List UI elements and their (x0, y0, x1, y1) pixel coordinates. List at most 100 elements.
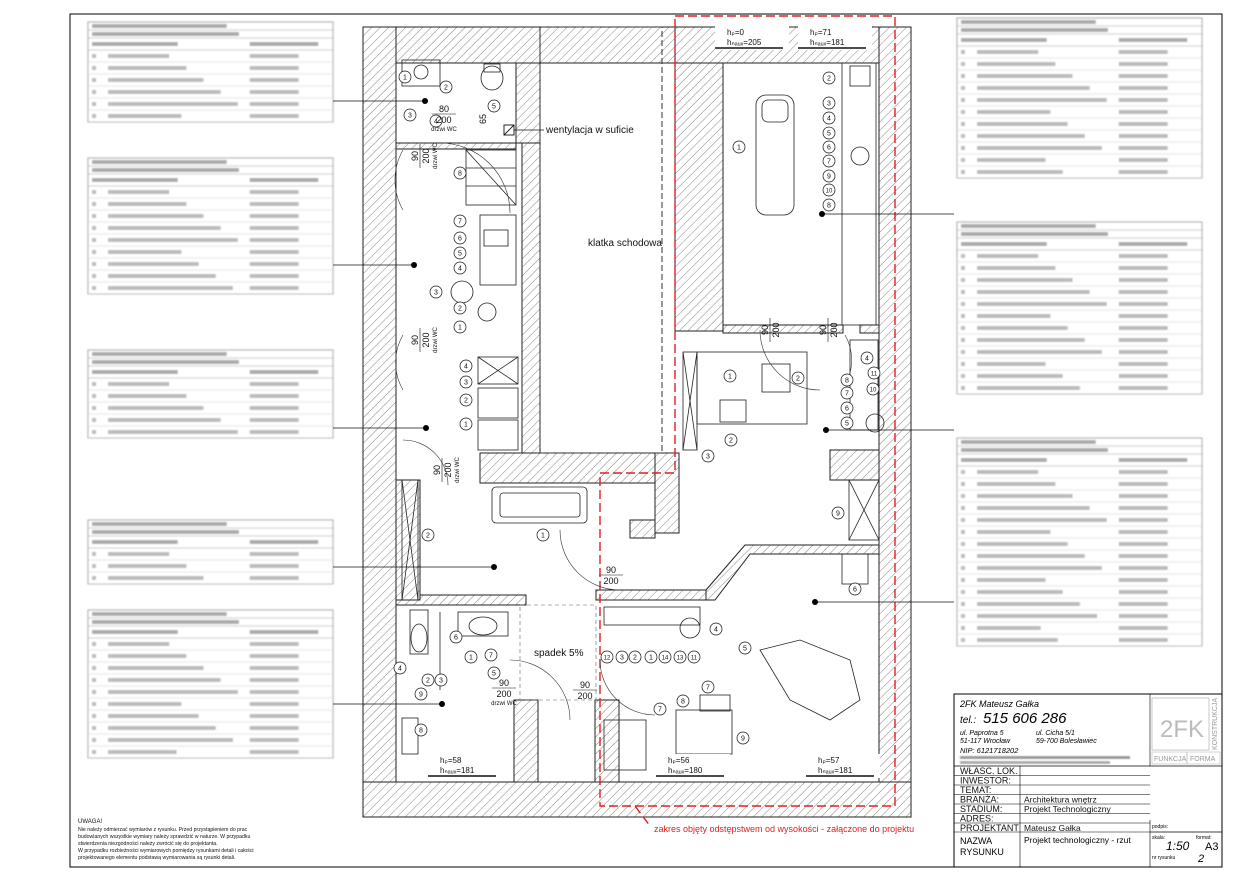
door-swings (394, 142, 852, 721)
stair-area (539, 26, 663, 454)
item-bubble: 9 (822, 169, 836, 183)
svg-text:10: 10 (826, 189, 833, 195)
svg-text:2: 2 (426, 678, 430, 685)
company-logo: 2FK KONSTRUKCJA FUNKCJA FORMA (1151, 698, 1221, 765)
door-65-label: 65 (478, 114, 488, 124)
svg-text:FORMA: FORMA (1190, 756, 1216, 763)
svg-text:11: 11 (871, 372, 878, 378)
item-bubble: 3 (429, 285, 443, 299)
svg-text:BRANŻA:: BRANŻA: (960, 795, 999, 805)
notes-line-5: projektowanego elementu podstawą wymiaro… (78, 855, 235, 861)
signature-label: podpis: (1152, 824, 1168, 830)
svg-text:6: 6 (454, 635, 458, 642)
svg-text:8: 8 (681, 699, 685, 706)
item-bubble: 8 (453, 166, 467, 180)
address-left-1: ul. Paprotna 5 (960, 730, 1004, 737)
item-bubble: 12 (600, 650, 614, 664)
item-bubble: 1 (464, 650, 478, 664)
svg-text:Projekt Technologiczny: Projekt Technologiczny (1024, 804, 1112, 814)
slope-label: spadek 5% (534, 648, 584, 659)
svg-text:200: 200 (577, 691, 592, 701)
item-bubble: 5 (822, 126, 836, 140)
svg-text:drzwi WC: drzwi WC (431, 127, 457, 133)
drawing-name: Projekt technologiczny - rzut (1024, 835, 1131, 845)
svg-text:2: 2 (827, 76, 831, 83)
svg-text:90: 90 (410, 335, 420, 345)
window-labels: hₚ=0hₙₐᵤₓ=205hₚ=71hₙₐᵤₓ=181hₚ=58hₙₐᵤₓ=18… (428, 26, 880, 778)
room-tables-left (87, 21, 334, 759)
svg-text:KONSTRUKCJA: KONSTRUKCJA (1212, 698, 1219, 750)
item-bubble: 11 (867, 366, 881, 380)
item-bubble: 3 (615, 650, 629, 664)
svg-text:13: 13 (677, 656, 684, 662)
svg-text:FUNKCJA: FUNKCJA (1154, 756, 1187, 763)
item-bubble: 2 (628, 650, 642, 664)
item-bubble: 5 (487, 99, 501, 113)
svg-text:STADIUM:: STADIUM: (960, 804, 1002, 814)
svg-text:1: 1 (403, 75, 407, 82)
svg-text:6: 6 (458, 236, 462, 243)
item-bubble: 3 (403, 108, 417, 122)
svg-text:1: 1 (464, 422, 468, 429)
title-row: STADIUM: Projekt Technologiczny (954, 803, 1150, 814)
stair-label: klatka schodowa (588, 238, 662, 249)
room-table-5 (87, 21, 334, 123)
svg-text:hₙₐᵤₓ=181: hₙₐᵤₓ=181 (818, 766, 853, 775)
svg-text:7: 7 (706, 685, 710, 692)
svg-text:4: 4 (865, 356, 869, 363)
item-bubble: 2 (791, 371, 805, 385)
item-bubble: 5 (840, 416, 854, 430)
svg-text:90: 90 (760, 325, 770, 335)
svg-text:4: 4 (458, 266, 462, 273)
item-bubble: 3 (701, 449, 715, 463)
svg-text:5: 5 (845, 421, 849, 428)
title-row: INWESTOR: (954, 775, 1150, 786)
svg-text:9: 9 (741, 736, 745, 743)
svg-text:12: 12 (604, 656, 611, 662)
svg-text:5: 5 (492, 104, 496, 111)
item-bubble: 10 (822, 183, 836, 197)
svg-text:1: 1 (458, 325, 462, 332)
item-bubble: 7 (701, 680, 715, 694)
item-bubble: 2 (421, 528, 435, 542)
svg-text:80: 80 (439, 104, 449, 114)
slope-area (519, 604, 597, 701)
svg-text:Architektura wnętrz: Architektura wnętrz (1024, 795, 1097, 805)
svg-text:hₚ=56: hₚ=56 (668, 756, 690, 765)
item-bubble: 9 (414, 687, 428, 701)
item-bubble: 7 (822, 154, 836, 168)
room-table-7 (956, 221, 1203, 395)
title-block-rows: WŁASC. LOK.INWESTOR:TEMAT:BRANŻA:Archite… (954, 766, 1150, 833)
svg-text:6: 6 (853, 587, 857, 594)
notes-line-4: W przypadku rozbieżności wymiarowych pom… (78, 848, 254, 854)
svg-text:8: 8 (827, 203, 831, 210)
item-bubble: 8 (840, 373, 854, 387)
svg-text:hₚ=57: hₚ=57 (818, 756, 840, 765)
svg-text:2: 2 (444, 85, 448, 92)
room-table-1 (87, 519, 334, 585)
item-bubble: 6 (848, 582, 862, 596)
drawing-name-label-2: RYSUNKU (960, 847, 1004, 857)
item-bubble: 1 (536, 528, 550, 542)
item-bubble: 2 (453, 301, 467, 315)
room-table-6 (956, 437, 1203, 647)
item-bubble: 6 (453, 231, 467, 245)
svg-text:2: 2 (796, 376, 800, 383)
title-row: WŁASC. LOK. (960, 766, 1018, 776)
svg-text:hₚ=0: hₚ=0 (727, 28, 745, 37)
item-bubble: 8 (414, 723, 428, 737)
room-markers (411, 98, 829, 707)
svg-text:4: 4 (714, 627, 718, 634)
phone-number: 515 606 286 (983, 710, 1067, 727)
svg-text:2: 2 (729, 438, 733, 445)
svg-text:3: 3 (439, 678, 443, 685)
item-bubble: 1 (732, 140, 746, 154)
